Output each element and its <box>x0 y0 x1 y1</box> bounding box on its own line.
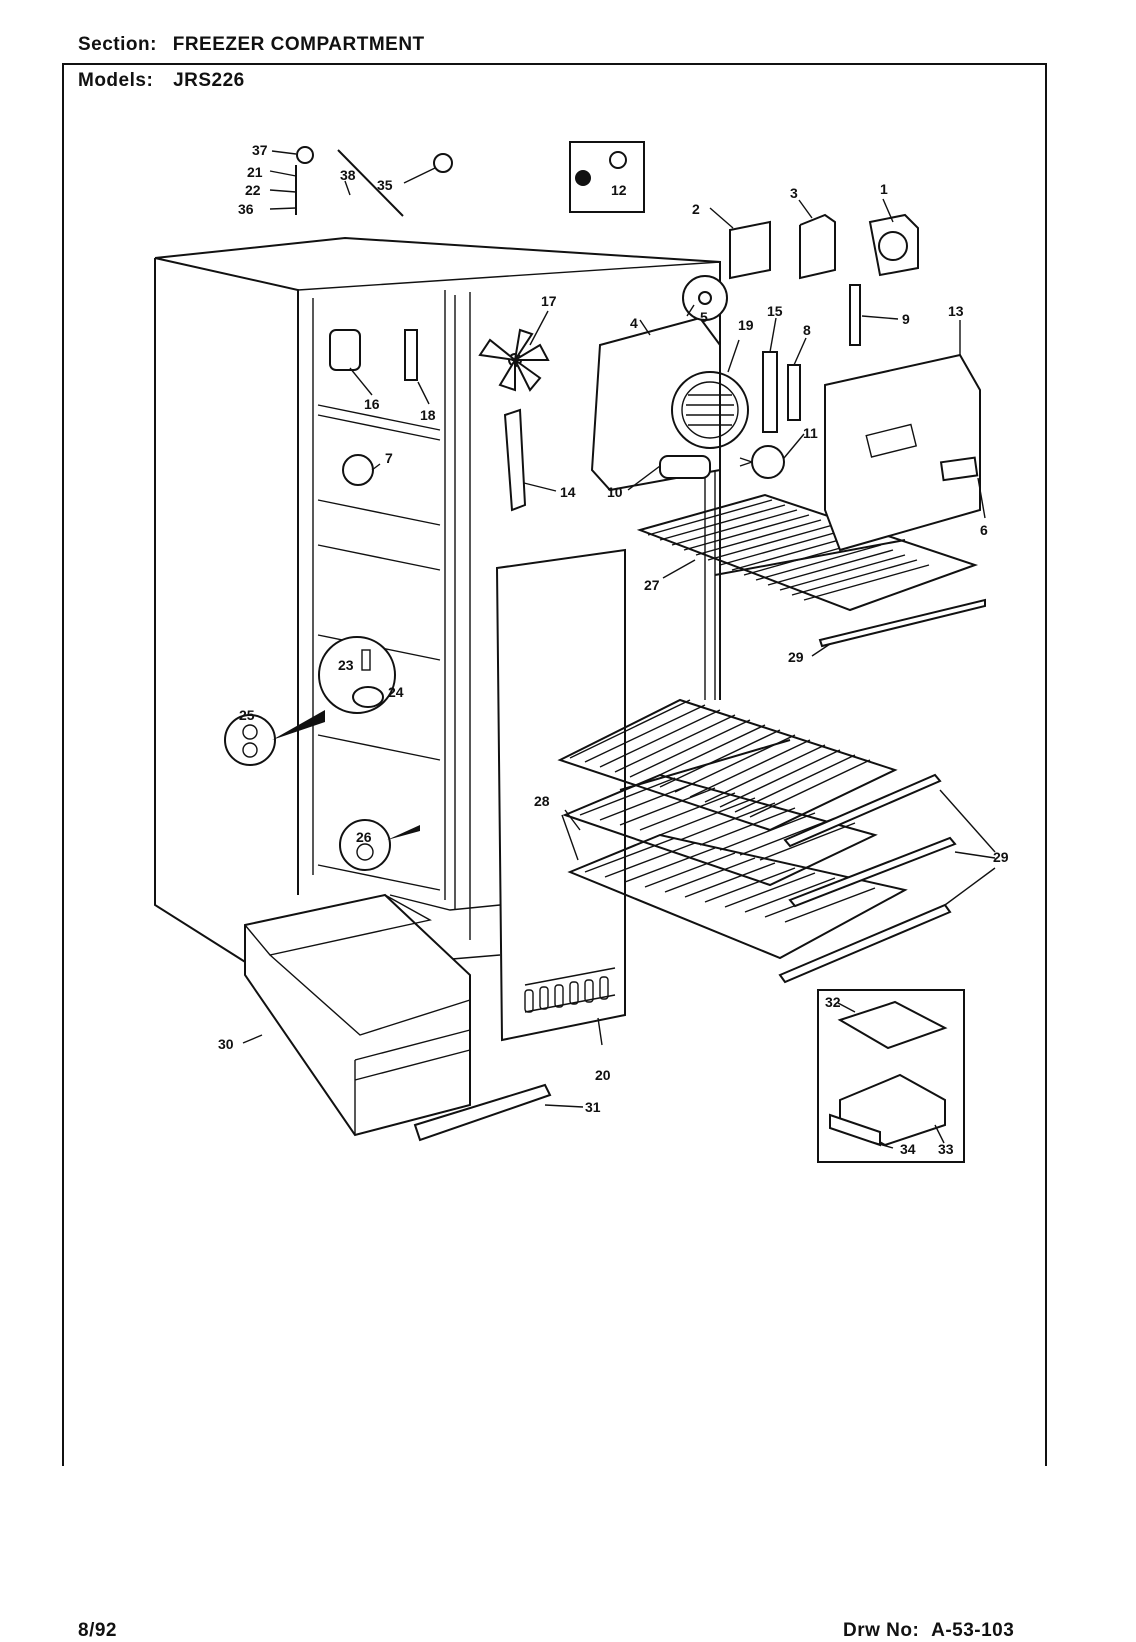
drawing-number: A-53-103 <box>931 1620 1015 1641</box>
callout-13: 13 <box>948 303 964 319</box>
models-value: JRS226 <box>173 70 245 91</box>
leader-lines <box>242 150 996 1149</box>
callout-15: 15 <box>767 303 783 319</box>
callout-19: 19 <box>738 317 754 333</box>
callout-8: 8 <box>803 322 811 338</box>
callout-5: 5 <box>700 309 708 325</box>
door-bin <box>244 893 471 1137</box>
callout-24: 24 <box>388 684 404 700</box>
callout-28: 28 <box>534 793 550 809</box>
callout-33: 33 <box>938 1141 954 1157</box>
callout-34: 34 <box>900 1141 916 1157</box>
upper-shelf <box>636 493 979 612</box>
detail-bubble-23-24 <box>318 636 396 714</box>
exploded-parts-diagram: 1 2 3 4 5 6 7 8 9 10 11 12 13 14 15 16 1… <box>62 63 1047 1466</box>
callout-17: 17 <box>541 293 557 309</box>
light-assembly <box>659 445 785 479</box>
callout-25: 25 <box>239 707 255 723</box>
fan-blade <box>478 328 550 392</box>
callout-6: 6 <box>980 522 988 538</box>
callout-7: 7 <box>385 450 393 466</box>
callout-27: 27 <box>644 577 660 593</box>
detail-box-32-34 <box>817 989 965 1163</box>
drawing-label: Drw No: <box>843 1620 920 1641</box>
callout-12: 12 <box>611 182 627 198</box>
shelf-rails <box>778 598 986 984</box>
callout-14: 14 <box>560 484 576 500</box>
footer-drawing: Drw No: A-53-103 <box>843 1620 1014 1642</box>
evaporator-cover <box>824 353 981 552</box>
callout-21: 21 <box>247 164 263 180</box>
back-panel <box>495 548 626 1042</box>
detail-bubble-26 <box>339 819 420 871</box>
callout-20: 20 <box>595 1067 611 1083</box>
detail-bubble-25 <box>224 710 325 766</box>
callout-23: 23 <box>338 657 354 673</box>
callout-22: 22 <box>245 182 261 198</box>
callout-4: 4 <box>630 315 638 331</box>
lower-shelves <box>557 698 908 960</box>
callout-37: 37 <box>252 142 268 158</box>
callout-18: 18 <box>420 407 436 423</box>
drawing-frame <box>62 63 1047 1466</box>
callout-32: 32 <box>825 994 841 1010</box>
callout-1: 1 <box>880 181 888 197</box>
footer-date: 8/92 <box>78 1620 117 1641</box>
trim-strip <box>413 1083 552 1142</box>
section-heading: Section: FREEZER COMPARTMENT <box>78 34 425 56</box>
models-heading: Models: JRS226 <box>78 70 245 92</box>
callout-29a: 29 <box>788 649 804 665</box>
fan-housing <box>590 275 749 492</box>
callout-16: 16 <box>364 396 380 412</box>
callout-numbers: 1 2 3 4 5 6 7 8 9 10 11 12 13 14 15 16 1… <box>218 142 1009 1157</box>
callout-30: 30 <box>218 1036 234 1052</box>
callout-31: 31 <box>585 1099 601 1115</box>
callout-10: 10 <box>607 484 623 500</box>
callout-29b: 29 <box>993 849 1009 865</box>
models-label: Models: <box>78 70 154 91</box>
callout-2: 2 <box>692 201 700 217</box>
callout-3: 3 <box>790 185 798 201</box>
callout-36: 36 <box>238 201 254 217</box>
callout-11: 11 <box>803 425 818 441</box>
callout-26: 26 <box>356 829 372 845</box>
small-parts <box>295 146 919 512</box>
section-value: FREEZER COMPARTMENT <box>172 34 425 55</box>
section-label: Section: <box>78 34 157 55</box>
callout-35: 35 <box>377 177 393 193</box>
callout-38: 38 <box>340 167 356 183</box>
detail-box-12 <box>569 141 645 213</box>
callout-9: 9 <box>902 311 910 327</box>
